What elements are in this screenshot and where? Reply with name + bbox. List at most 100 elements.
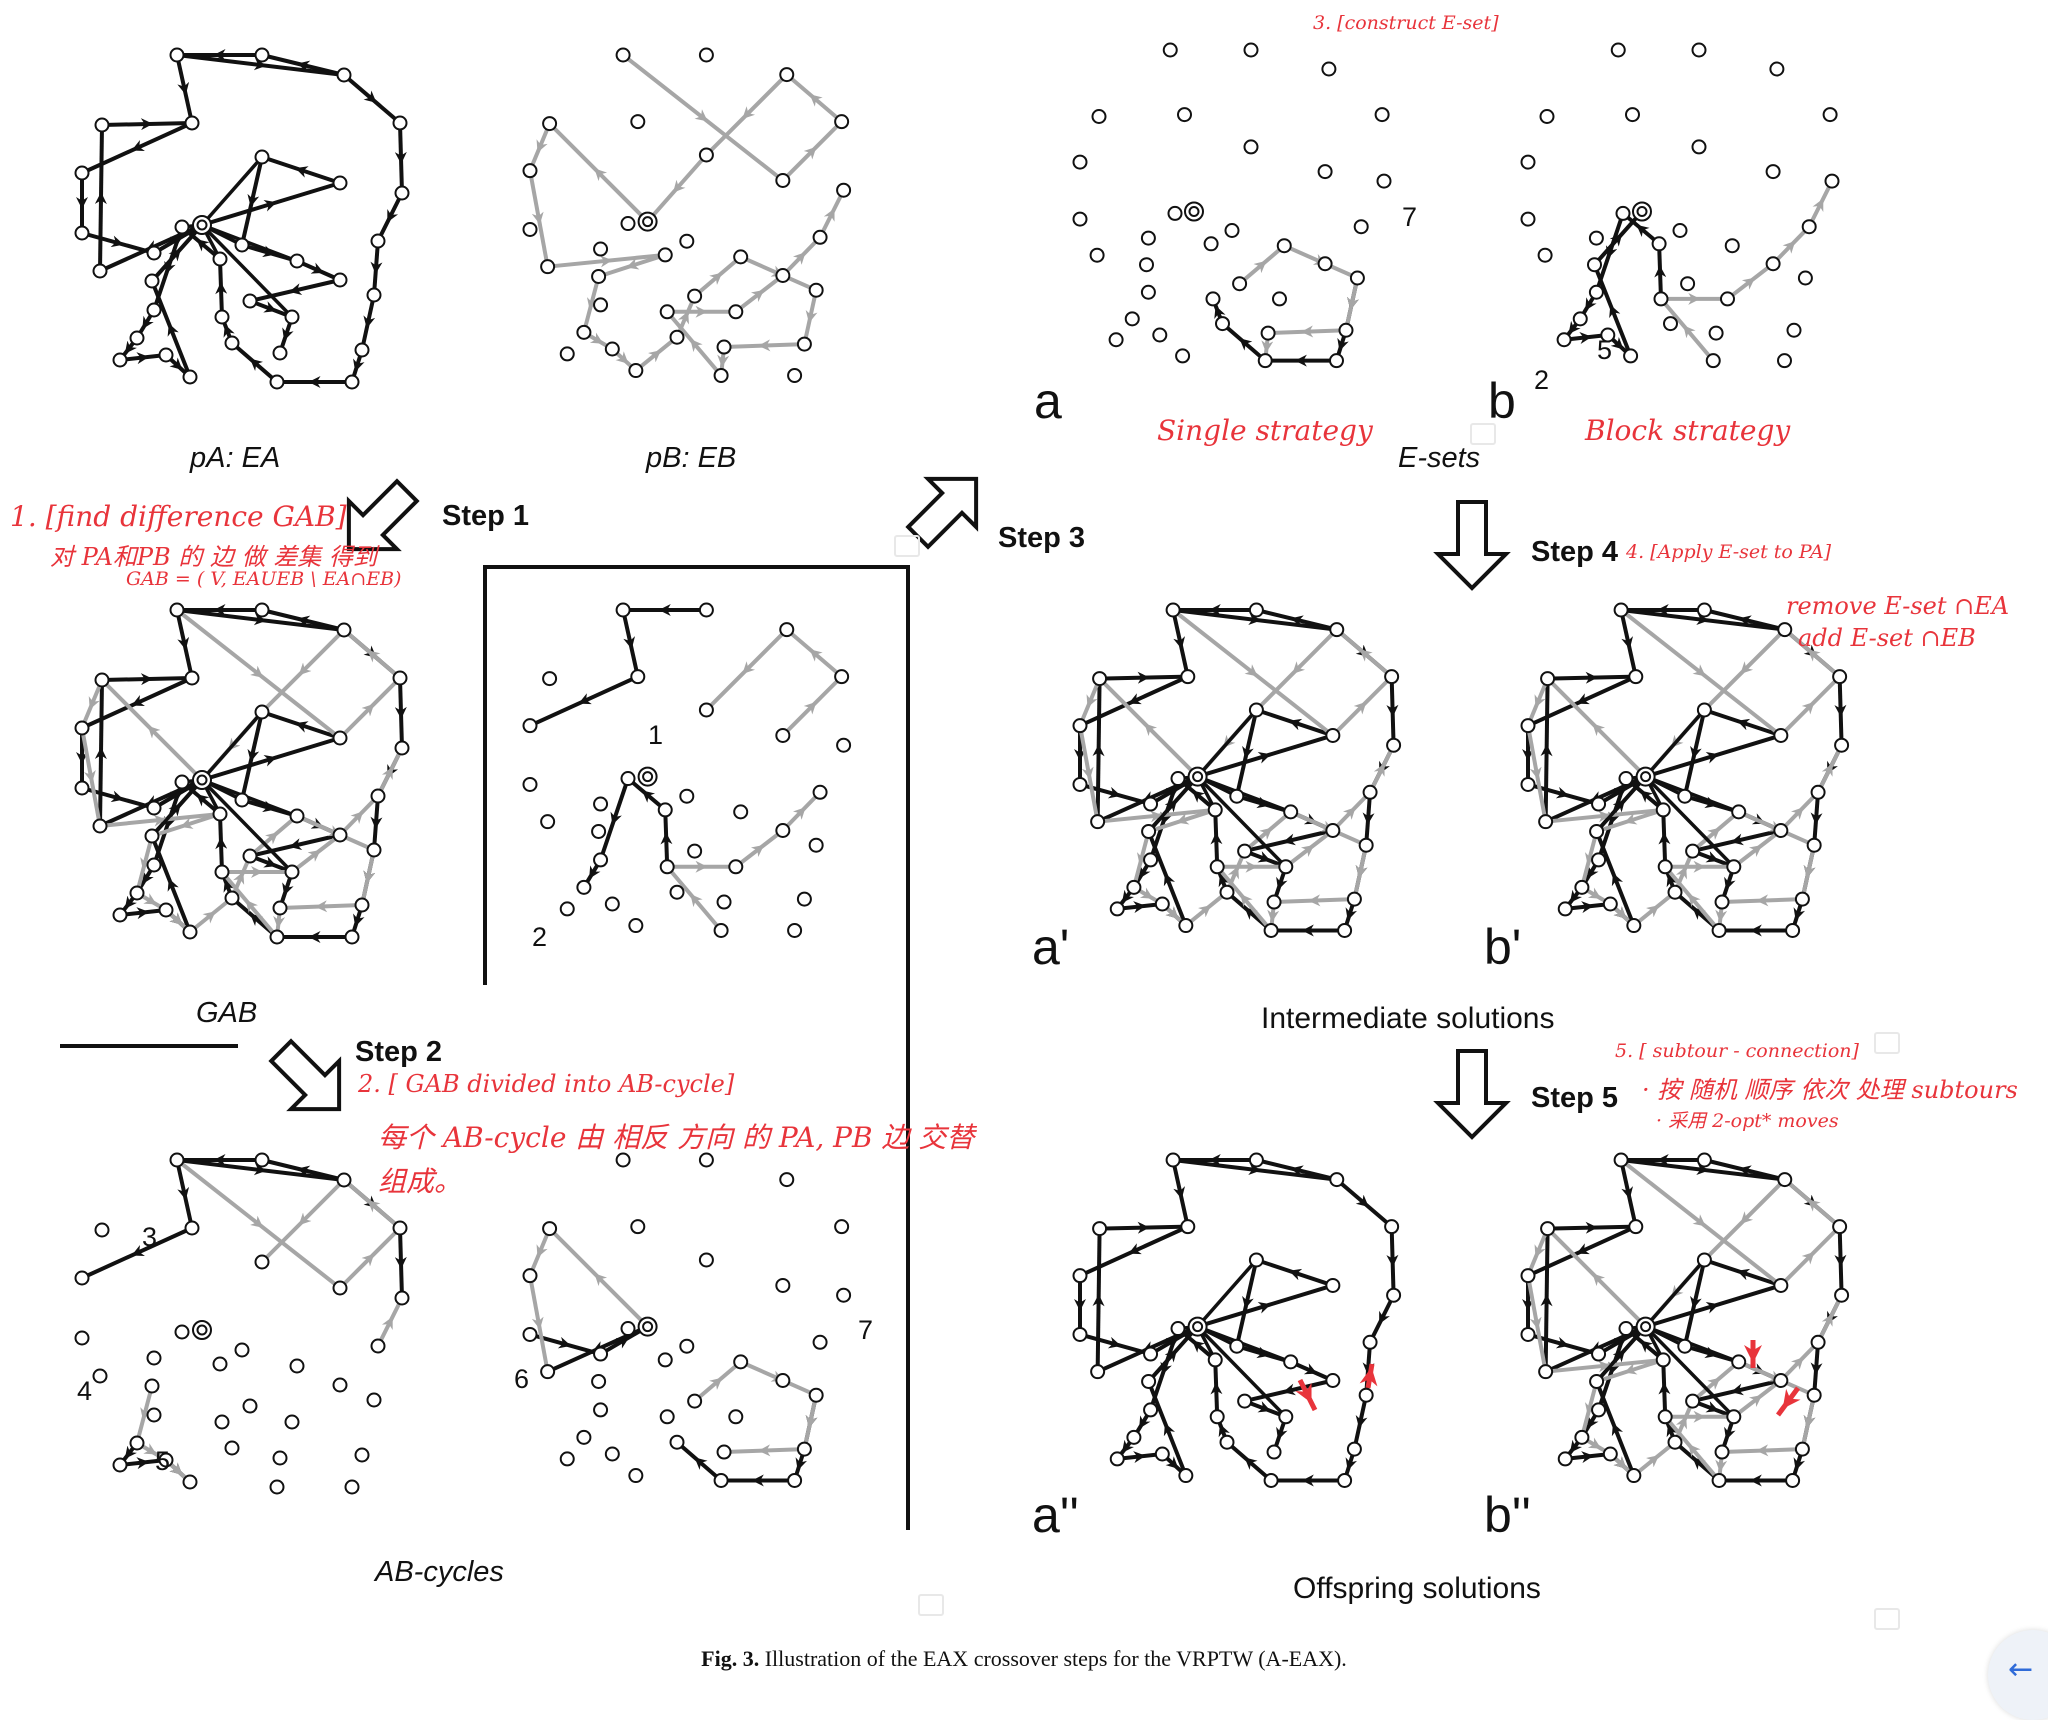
customer-node [184, 371, 197, 384]
step4-arrow-icon [1438, 502, 1506, 588]
customer-node [236, 239, 249, 252]
customer-node [718, 896, 731, 909]
edge-a [1215, 810, 1217, 867]
customer-node [76, 1332, 89, 1345]
note1-line3: GAB = ( V, EAUEB \ EA∩EB) [126, 568, 401, 590]
customer-node [1767, 257, 1780, 270]
edge-b [1704, 1180, 1784, 1260]
customer-node [1786, 924, 1799, 937]
edge-b [1634, 1442, 1675, 1475]
customer-node [1142, 286, 1155, 299]
customer-node [148, 802, 161, 815]
customer-node [541, 815, 554, 828]
customer-node [186, 117, 199, 130]
customer-node [1340, 324, 1353, 337]
edge-a [665, 810, 667, 867]
edge-b [1634, 892, 1675, 925]
note4-line2: remove E-set ∩EA [1786, 592, 2009, 620]
customer-node [1664, 317, 1677, 330]
customer-node [1364, 1336, 1377, 1349]
customer-node [1326, 729, 1339, 742]
customer-node [394, 117, 407, 130]
customer-node [1167, 604, 1180, 617]
customer-node [631, 115, 644, 128]
customer-node [1778, 1173, 1791, 1186]
customer-node [594, 1348, 607, 1361]
customer-node [1522, 1328, 1535, 1341]
edge-b [783, 122, 842, 181]
customer-node [1330, 1173, 1343, 1186]
customer-node [94, 265, 107, 278]
customer-node [1250, 1253, 1263, 1266]
customer-node [1385, 1220, 1398, 1233]
depot-node-inner [643, 217, 652, 226]
depot-node-inner [1193, 1322, 1202, 1331]
customer-node [1178, 108, 1191, 121]
customer-node [734, 1355, 747, 1368]
customer-node [1319, 165, 1332, 178]
customer-node [577, 881, 590, 894]
customer-node [94, 820, 107, 833]
figure-caption: Fig. 3. Illustration of the EAX crossove… [0, 1646, 2048, 1672]
customer-node [688, 845, 701, 858]
customer-node [274, 902, 287, 915]
customer-node [1364, 786, 1377, 799]
customer-node [835, 670, 848, 683]
customer-node [131, 887, 144, 900]
customer-node [1539, 815, 1552, 828]
cycle-number-2: 2 [532, 922, 547, 953]
customer-node [1211, 1410, 1224, 1423]
edge-b [804, 290, 816, 344]
customer-node [1279, 1410, 1292, 1423]
note5-line2: · 按 随机 顺序 依次 处理 subtours [1642, 1070, 2018, 1105]
gab-label: GAB [196, 997, 257, 1030]
step2-arrow-icon [257, 1027, 363, 1133]
customer-node [334, 1282, 347, 1295]
depot-node-inner [1641, 772, 1650, 781]
customer-node [780, 1173, 793, 1186]
note3-title: 3. [construct E-set] [1313, 12, 1499, 34]
customer-node [1522, 213, 1535, 226]
cycle-number-1: 1 [648, 720, 663, 751]
customer-node [256, 706, 269, 719]
customer-node [1169, 207, 1182, 220]
edge-b [1256, 630, 1336, 710]
customer-node [76, 722, 89, 735]
customer-node [622, 217, 635, 230]
step4-label: Step 4 [1531, 536, 1618, 569]
customer-node [338, 624, 351, 637]
block-strategy-note: Block strategy [1585, 414, 1790, 447]
customer-node [718, 341, 731, 354]
customer-node [1522, 719, 1535, 732]
customer-node [810, 284, 823, 297]
customer-node [1620, 772, 1633, 785]
customer-node [372, 1340, 385, 1353]
customer-node [835, 1220, 848, 1233]
customer-node [334, 732, 347, 745]
comment-icon [894, 535, 920, 557]
depot-node-inner [198, 776, 207, 785]
customer-node [184, 1476, 197, 1489]
customer-node [1657, 1353, 1670, 1366]
edge-b [1186, 892, 1227, 925]
customer-node [186, 672, 199, 685]
cycle-number-3: 3 [142, 1222, 157, 1253]
customer-node [1686, 1395, 1699, 1408]
customer-node [396, 742, 409, 755]
step5-arrow-icon [1438, 1051, 1506, 1137]
customer-node [1574, 312, 1587, 325]
customer-node [729, 1410, 742, 1423]
customer-node [1716, 896, 1729, 909]
customer-node [1326, 1279, 1339, 1292]
customer-node [1230, 790, 1243, 803]
customer-node [1590, 232, 1603, 245]
edge-b [783, 677, 842, 736]
customer-node [216, 866, 229, 879]
customer-node [1179, 919, 1192, 932]
customer-node [629, 1469, 642, 1482]
edge-b [1080, 726, 1098, 822]
customer-node [1319, 257, 1332, 270]
customer-node [1127, 881, 1140, 894]
edge-b [820, 190, 844, 237]
customer-node [606, 898, 619, 911]
